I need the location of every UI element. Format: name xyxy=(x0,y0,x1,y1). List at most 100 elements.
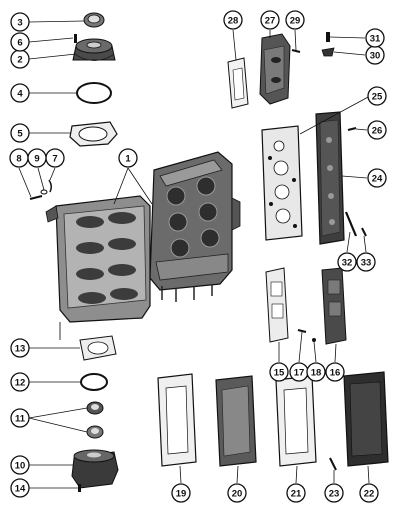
callout-28: 28 xyxy=(223,10,243,30)
callout-3: 3 xyxy=(10,12,30,32)
part-7-clip xyxy=(48,179,53,193)
callout-number: 26 xyxy=(372,125,383,136)
callout-25: 25 xyxy=(367,86,387,106)
callout-32: 32 xyxy=(337,252,357,272)
callout-22: 22 xyxy=(359,483,379,503)
part-5-gasket xyxy=(69,121,118,147)
callout-5: 5 xyxy=(10,123,30,143)
callout-20: 20 xyxy=(227,483,247,503)
callout-16: 16 xyxy=(325,362,345,382)
callout-24: 24 xyxy=(367,168,387,188)
callout-12: 12 xyxy=(10,372,30,392)
part-8-screw xyxy=(29,195,43,200)
callout-13: 13 xyxy=(10,338,30,358)
callout-8: 8 xyxy=(9,148,29,168)
part-6-pin xyxy=(74,34,77,43)
callout-circle xyxy=(337,252,357,272)
callout-number: 4 xyxy=(17,88,23,99)
callout-circle xyxy=(27,148,47,168)
callout-10: 10 xyxy=(10,455,30,475)
part-20-divider-plate xyxy=(215,375,257,467)
part-18-washer xyxy=(312,338,316,342)
callout-1: 1 xyxy=(118,148,138,168)
callout-number: 13 xyxy=(15,343,26,354)
callout-number: 7 xyxy=(52,153,57,164)
part-24-cylinder-head xyxy=(315,111,345,245)
callout-2: 2 xyxy=(10,49,30,69)
callout-circle xyxy=(223,10,243,30)
callout-number: 20 xyxy=(232,488,243,499)
callout-19: 19 xyxy=(171,483,191,503)
callout-circle xyxy=(171,483,191,503)
callout-14: 14 xyxy=(10,478,30,498)
callout-circle xyxy=(260,10,280,30)
callout-31: 31 xyxy=(365,28,385,48)
part-19-gasket xyxy=(157,373,197,467)
callout-circle xyxy=(367,120,387,140)
callout-number: 28 xyxy=(228,15,239,26)
callout-number: 6 xyxy=(17,37,22,48)
callout-circle xyxy=(365,28,385,48)
callout-number: 12 xyxy=(15,377,26,388)
callout-number: 23 xyxy=(329,488,340,499)
callout-number: 19 xyxy=(176,488,187,499)
part-26-screw xyxy=(347,127,357,131)
callout-circle xyxy=(367,86,387,106)
callout-23: 23 xyxy=(324,483,344,503)
callout-circle xyxy=(10,408,30,428)
callout-circle xyxy=(269,362,289,382)
callout-number: 18 xyxy=(311,367,322,378)
part-13-gasket xyxy=(79,335,117,361)
callout-15: 15 xyxy=(269,362,289,382)
callout-7: 7 xyxy=(45,148,65,168)
part-11-seals xyxy=(86,401,104,439)
callout-number: 16 xyxy=(330,367,341,378)
part-28-gasket xyxy=(227,57,249,109)
callout-33: 33 xyxy=(356,252,376,272)
callout-number: 32 xyxy=(342,257,353,268)
part-29-screw xyxy=(291,49,301,53)
callout-circle xyxy=(10,455,30,475)
callout-11: 11 xyxy=(10,408,30,428)
callout-number: 10 xyxy=(15,460,26,471)
callout-18: 18 xyxy=(306,362,326,382)
callout-number: 5 xyxy=(17,128,23,139)
callout-circle xyxy=(359,483,379,503)
part-15-gasket xyxy=(265,267,289,343)
part-14-screw xyxy=(78,484,81,492)
callout-circle xyxy=(325,362,345,382)
callout-30: 30 xyxy=(365,45,385,65)
callout-circle xyxy=(356,252,376,272)
part-33-washer xyxy=(361,227,367,237)
callout-circle xyxy=(227,483,247,503)
callout-number: 24 xyxy=(372,173,383,184)
callout-circle xyxy=(10,372,30,392)
callout-number: 14 xyxy=(15,483,26,494)
callout-circle xyxy=(118,148,138,168)
leader-lines xyxy=(18,20,371,489)
part-30-fitting xyxy=(321,47,335,57)
part-27-cover xyxy=(259,33,291,105)
part-32-bolt xyxy=(344,211,358,237)
part-10-bottom-housing xyxy=(71,449,119,489)
callout-circle xyxy=(324,483,344,503)
callout-circle xyxy=(10,123,30,143)
callout-number: 3 xyxy=(17,17,22,28)
callout-circle xyxy=(285,10,305,30)
callout-26: 26 xyxy=(367,120,387,140)
part-12-o-ring xyxy=(80,373,108,391)
callout-circle xyxy=(10,338,30,358)
callout-number: 15 xyxy=(274,367,285,378)
callout-circle xyxy=(367,168,387,188)
part-21-gasket xyxy=(275,375,317,467)
callout-number: 17 xyxy=(294,367,305,378)
callout-number: 30 xyxy=(370,50,381,61)
part-1-crankcase-half xyxy=(45,195,151,340)
part-2-cap-housing xyxy=(72,38,116,61)
callout-circle xyxy=(10,12,30,32)
callout-circle xyxy=(286,483,306,503)
part-16-cover xyxy=(321,267,347,345)
